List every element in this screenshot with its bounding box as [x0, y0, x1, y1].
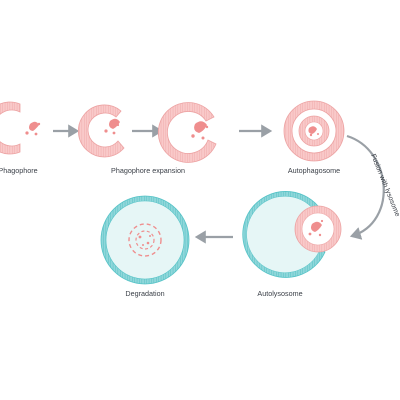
phagophore-stage [0, 101, 41, 155]
degraded-cargo [138, 235, 151, 246]
fusion-label: Fusion with lysosome [369, 153, 400, 218]
degradation-lysosome-lumen [105, 200, 185, 280]
autophagosome-cargo [308, 126, 319, 137]
label-autolysosome: Autolysosome [257, 289, 302, 298]
phagophore-cargo [25, 121, 41, 136]
degraded-vesicle-outline [128, 223, 162, 257]
expansion-cargo [104, 118, 120, 135]
closing-membrane [157, 102, 217, 163]
label-phagophore: Phagophore [0, 166, 38, 175]
label-phagophore-expansion: Phagophore expansion [111, 166, 185, 175]
phagophore-expansion-stage [77, 104, 125, 158]
degraded-vesicle-inner [135, 230, 155, 250]
autolysosome-stage [242, 191, 342, 278]
closing-phagophore-stage [157, 102, 217, 163]
autolysosome-cargo [308, 219, 324, 237]
autophagosome-stage [283, 100, 345, 162]
degradation-stage [100, 195, 190, 285]
expansion-membrane [77, 104, 125, 158]
label-autophagosome: Autophagosome [288, 166, 340, 175]
fusion-arrow [346, 134, 385, 240]
closing-cargo [191, 121, 209, 140]
phagophore-membrane [0, 101, 21, 155]
label-degradation: Degradation [125, 289, 164, 298]
